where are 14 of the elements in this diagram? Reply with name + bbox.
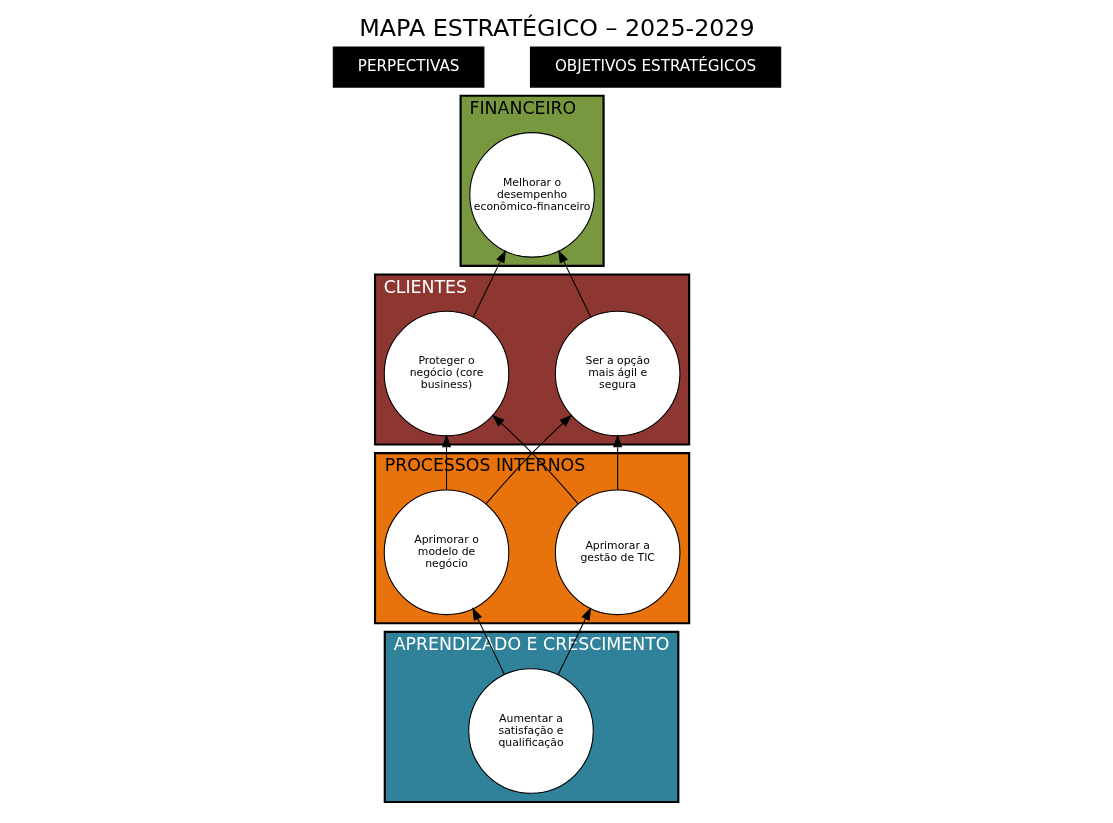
arrow [557,607,591,676]
node-circle: Proteger o negócio (core business) [383,310,509,437]
label: PERPECTIVAS [357,57,459,76]
node-circle: Melhorar o desempenho econômico-financeiro [468,132,595,258]
arrow [557,249,591,318]
arrow [472,249,506,318]
diagram-title: MAPA ESTRATÉGICO – 2025-2029 [358,13,755,42]
arrow [471,607,505,675]
node-circle: Aumentar a satisfação e qualificação [467,668,594,794]
node-circle: Ser a opção mais ágil e segura [554,310,680,437]
node-circle: Aprimorar a gestão de TIC [554,489,680,616]
node-circle: Aprimorar o modelo de negócio [383,489,509,616]
label: OBJETIVOS ESTRATÉGICOS [554,57,756,76]
arrow [612,434,622,491]
